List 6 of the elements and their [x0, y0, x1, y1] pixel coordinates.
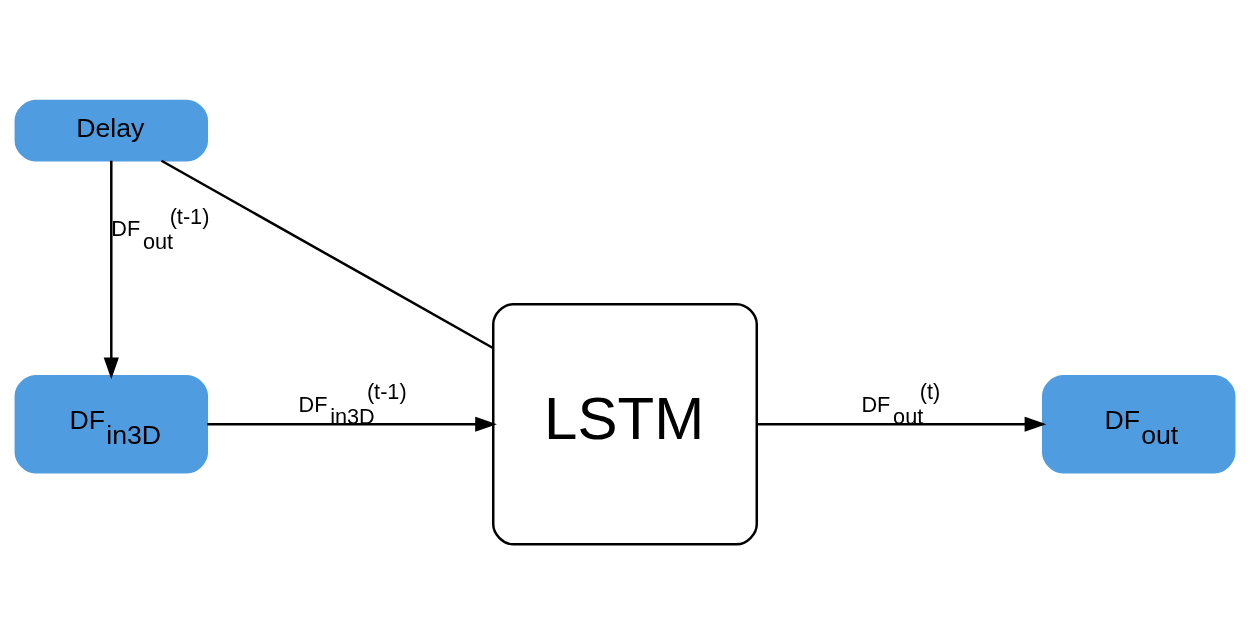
arrow — [207, 416, 497, 432]
connector — [160, 159, 494, 349]
arrow — [757, 416, 1047, 432]
node-box: LSTM — [492, 302, 758, 546]
node-box: Delay — [14, 99, 209, 162]
arrow — [103, 160, 119, 379]
